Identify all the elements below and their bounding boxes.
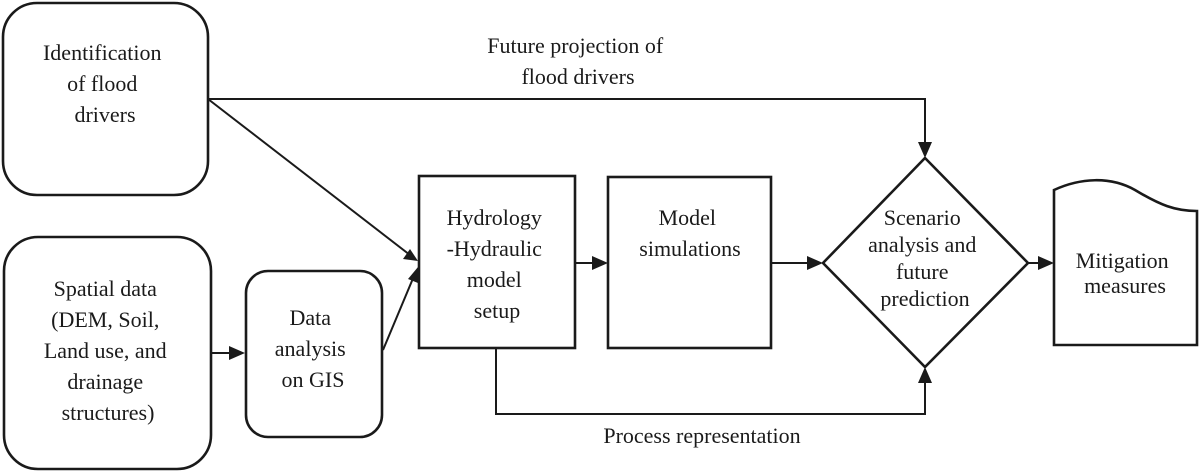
- arrowhead-into-mitigation: [1038, 256, 1054, 270]
- label-mitigation: Mitigation measures: [1076, 248, 1174, 298]
- label-flood-drivers: Identification of flood drivers: [43, 40, 167, 127]
- node-model-simulations[interactable]: [606, 175, 773, 350]
- node-labels: Identification of flood drivers Spatial …: [43, 40, 1174, 425]
- node-model-setup[interactable]: [417, 174, 577, 350]
- label-scenario-analysis: Scenario analysis and future prediction: [868, 205, 982, 311]
- edge-process-representation: [495, 348, 926, 415]
- arrowhead-into-scenario-top: [918, 142, 932, 158]
- arrowhead-into-scenario-left: [807, 256, 823, 270]
- edge-flood-drivers-to-scenario: [208, 98, 926, 150]
- arrowhead-into-model-setup-upper: [403, 249, 418, 261]
- arrowhead-into-model-setup-lower: [408, 267, 418, 283]
- arrowhead-into-gis: [229, 346, 245, 360]
- node-flood-drivers[interactable]: [1, 1, 210, 197]
- label-spatial-data: Spatial data (DEM, Soil, Land use, and d…: [44, 276, 172, 425]
- label-gis-analysis: Data analysis on GIS: [275, 305, 351, 392]
- arrowhead-into-scenario-bottom: [918, 367, 932, 383]
- edge-label-future-projection: Future projection of flood drivers: [487, 33, 668, 89]
- edge-label-process-representation: Process representation: [603, 423, 800, 448]
- node-spatial-data[interactable]: [2, 235, 213, 471]
- edge-gis-to-model-setup: [382, 275, 415, 351]
- node-mitigation[interactable]: [1052, 178, 1199, 347]
- node-scenario-analysis[interactable]: [821, 156, 1030, 369]
- node-gis-analysis[interactable]: [244, 269, 384, 439]
- edge-flood-drivers-to-model-setup: [207, 98, 411, 256]
- label-model-simulations: Model simulations: [639, 205, 740, 261]
- label-model-setup: Hydrology -Hydraulic model setup: [447, 205, 548, 323]
- connectors: [207, 98, 1054, 415]
- arrowhead-into-simulations: [592, 256, 608, 270]
